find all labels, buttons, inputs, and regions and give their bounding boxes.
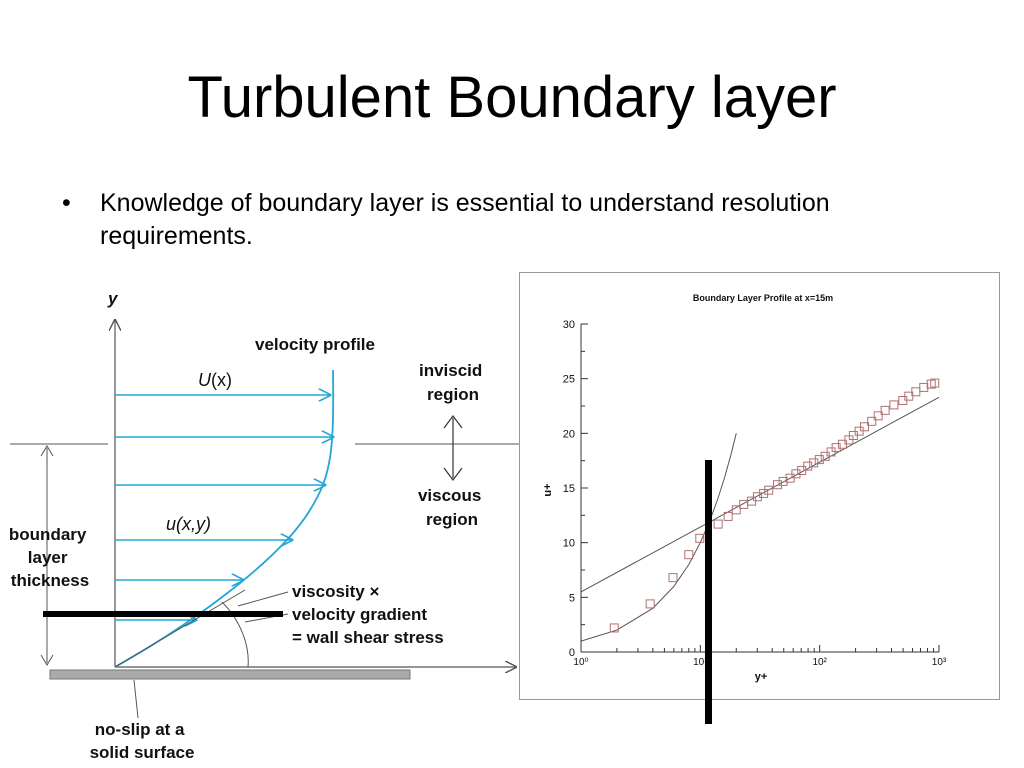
viscous-region-label: viscous region [418,486,486,529]
no-slip-label: no-slip at a solid surface [90,720,195,762]
chart-data-point [880,405,890,415]
chart-data-point [859,422,869,432]
chart-data-point [814,455,824,465]
chart-data-point [889,400,899,410]
chart-data-point [713,519,723,529]
chart-data-point [831,443,841,453]
chart-x-tick-label: 10⁰ [573,657,588,668]
chart-y-tick-label: 5 [569,592,575,604]
noslip-leader [133,679,139,719]
solid-wall [49,669,411,680]
chart-data-point [752,492,762,502]
chart-data-point [759,488,769,498]
slide-title: Turbulent Boundary layer [187,65,837,130]
bl-thickness-label: boundary layer thickness [9,525,91,590]
y-axis-label: y [107,289,119,308]
chart-y-tick-label: 15 [563,483,575,495]
chart-data-point [645,599,655,609]
boundary-layer-chart: Boundary Layer Profile at x=15m 0 5 10 15 20… [519,272,1000,700]
chart-y-tick-label: 0 [569,647,575,659]
chart-data-point [809,458,819,468]
y-plus-marker-bar [705,460,712,724]
chart-data-point [684,550,694,560]
local-velocity-label: u(x,y) [166,514,211,534]
chart-data-point [778,476,788,486]
chart-data-point [609,623,619,633]
chart-data-point [764,485,774,495]
chart-data-point [867,416,877,426]
chart-x-axis-label: y+ [755,671,768,683]
chart-data-point [873,411,883,421]
chart-data-point [772,480,782,490]
chart-data-point [668,573,678,583]
velocity-profile-curve [114,369,335,668]
wall-tangent-line [114,589,246,668]
velocity-profile-label: velocity profile [255,335,375,354]
chart-title: Boundary Layer Profile at x=15m [693,293,833,303]
region-double-arrow [443,415,463,481]
chart-y-tick-label: 30 [563,319,575,331]
chart-x-tick-label: 10³ [932,657,947,668]
chart-data-point [919,382,929,392]
chart-frame [519,272,1000,700]
chart-y-tick-label: 10 [563,538,575,550]
velocity-arrows [115,395,333,620]
chart-data-points [609,378,940,633]
chart-y-tick-label: 25 [563,374,575,386]
bl-thickness-marker-bar [43,611,283,617]
chart-axes: 0 5 10 15 20 25 30 10⁰ 10¹ 10² 10³ [563,319,947,668]
chart-data-point [930,378,940,388]
chart-data-point [803,461,813,471]
chart-x-tick-label: 10² [812,657,827,668]
chart-y-tick-label: 20 [563,428,575,440]
chart-data-point [695,533,705,543]
chart-data-point [791,469,801,479]
bullet-text: Knowledge of boundary layer is essential… [100,189,830,250]
free-stream-velocity-label: U(x) [198,370,232,390]
wall-shear-stress-label: viscosity × velocity gradient = wall she… [292,582,444,647]
boundary-layer-diagram: y velocity profile U(x) u(x,y) inviscid … [9,289,520,762]
shear-angle-arc [221,601,249,668]
bullet-dot: • [62,189,71,217]
chart-data-point [731,505,741,515]
chart-data-point [723,511,733,521]
inviscid-region-label: inviscid region [419,361,487,404]
chart-x-tick-label: 10¹ [693,657,708,668]
chart-y-axis-label: u+ [542,483,554,496]
